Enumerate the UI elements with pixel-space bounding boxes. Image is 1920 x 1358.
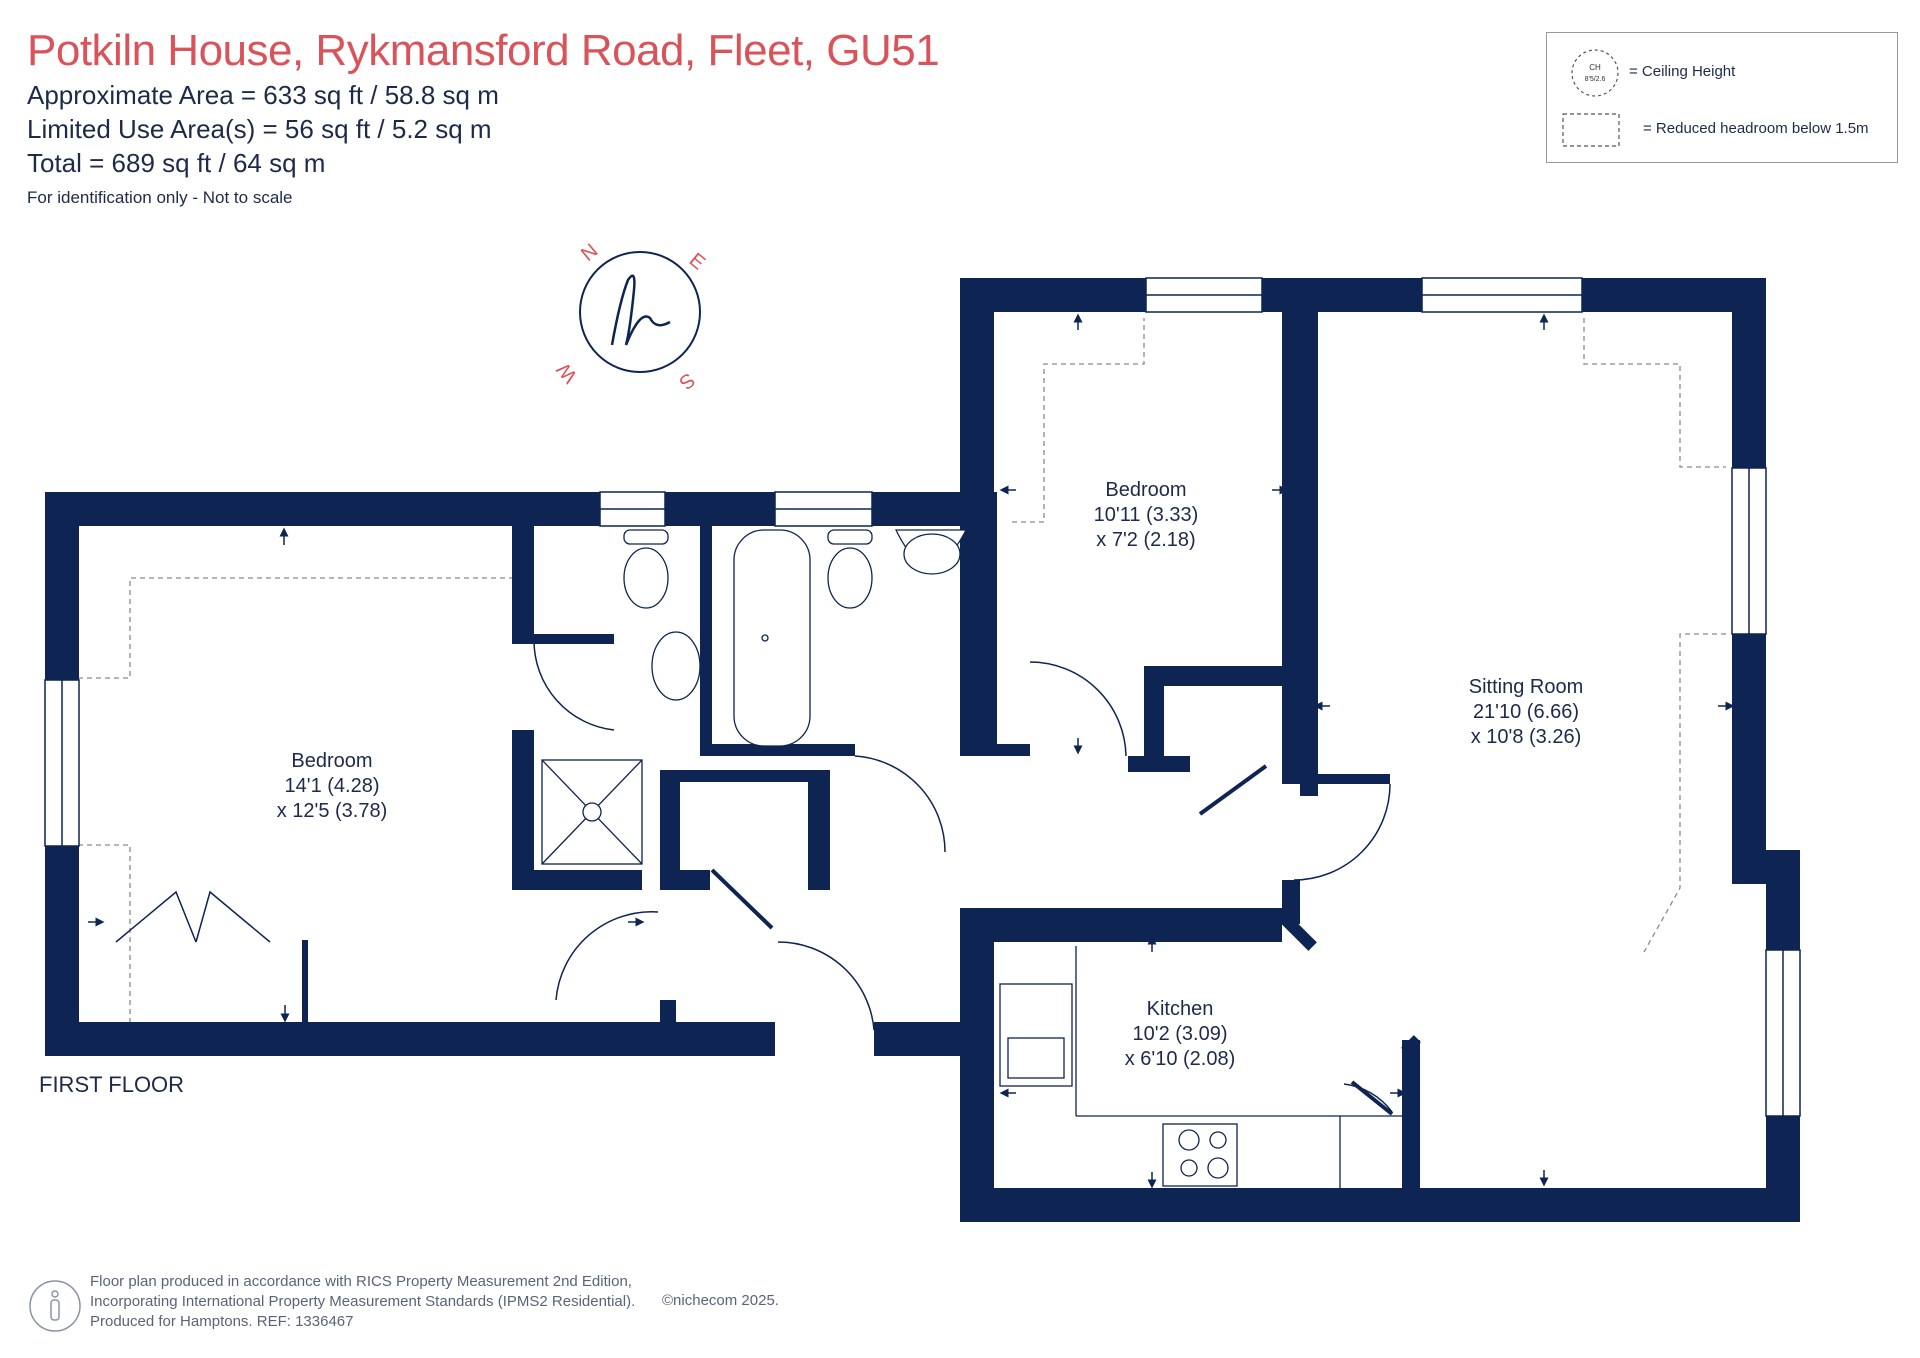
ceiling-height-icon: CH 8'5/2.6 — [1571, 49, 1619, 97]
bedroom2-name: Bedroom — [1105, 479, 1186, 501]
sitting-room-dim1: 21'10 (6.66) — [1473, 701, 1579, 723]
sitting-room-dim2: x 10'8 (3.26) — [1471, 726, 1582, 748]
total-area: Total = 689 sq ft / 64 sq m — [27, 148, 326, 178]
copyright: ©nichecom 2025. — [662, 1292, 779, 1309]
bedroom1-name: Bedroom — [291, 750, 372, 772]
disclaimer: For identification only - Not to scale — [27, 188, 293, 207]
floor-label: FIRST FLOOR — [39, 1072, 185, 1097]
compass-s: S — [675, 368, 699, 393]
footer-text: Floor plan produced in accordance with R… — [90, 1272, 635, 1332]
fixtures — [541, 529, 1402, 1188]
reduced-headroom-areas — [78, 318, 1726, 1022]
reduced-headroom-icon — [1562, 113, 1620, 147]
footer-line3: Produced for Hamptons. REF: 1336467 — [90, 1313, 354, 1330]
compass-w: W — [553, 358, 582, 387]
property-title: Potkiln House, Rykmansford Road, Fleet, … — [27, 26, 940, 75]
dimension-arrows — [88, 313, 1735, 1189]
footer-line1: Floor plan produced in accordance with R… — [90, 1273, 632, 1290]
legend-box: CH 8'5/2.6 = Ceiling Height = Reduced he… — [1546, 32, 1898, 163]
bedroom1-dim2: x 12'5 (3.78) — [277, 800, 388, 822]
windows — [44, 277, 1801, 1117]
bedroom2-dim2: x 7'2 (2.18) — [1096, 529, 1195, 551]
ceiling-symbol-value: 8'5/2.6 — [1585, 76, 1606, 83]
footer-line2: Incorporating International Property Mea… — [90, 1293, 636, 1310]
compass-logo: N E S W — [553, 240, 709, 394]
compass-e: E — [685, 249, 709, 274]
sitting-room-name: Sitting Room — [1469, 676, 1584, 698]
bedroom2-dim1: 10'11 (3.33) — [1094, 504, 1199, 526]
ceiling-label: = Ceiling Height — [1629, 63, 1736, 80]
person-icon — [29, 1280, 81, 1332]
bedroom1-dim1: 14'1 (4.28) — [285, 775, 380, 797]
ceiling-symbol-top: CH — [1589, 63, 1601, 72]
compass-n: N — [577, 240, 602, 266]
approximate-area: Approximate Area = 633 sq ft / 58.8 sq m — [27, 80, 499, 110]
limited-use-area: Limited Use Area(s) = 56 sq ft / 5.2 sq … — [27, 114, 492, 144]
kitchen-name: Kitchen — [1147, 998, 1214, 1020]
doors — [115, 639, 1394, 1116]
kitchen-dim2: x 6'10 (2.08) — [1125, 1048, 1236, 1070]
reduced-headroom-label: = Reduced headroom below 1.5m — [1643, 120, 1869, 137]
kitchen-dim1: 10'2 (3.09) — [1133, 1023, 1228, 1045]
walls — [45, 278, 1800, 1222]
